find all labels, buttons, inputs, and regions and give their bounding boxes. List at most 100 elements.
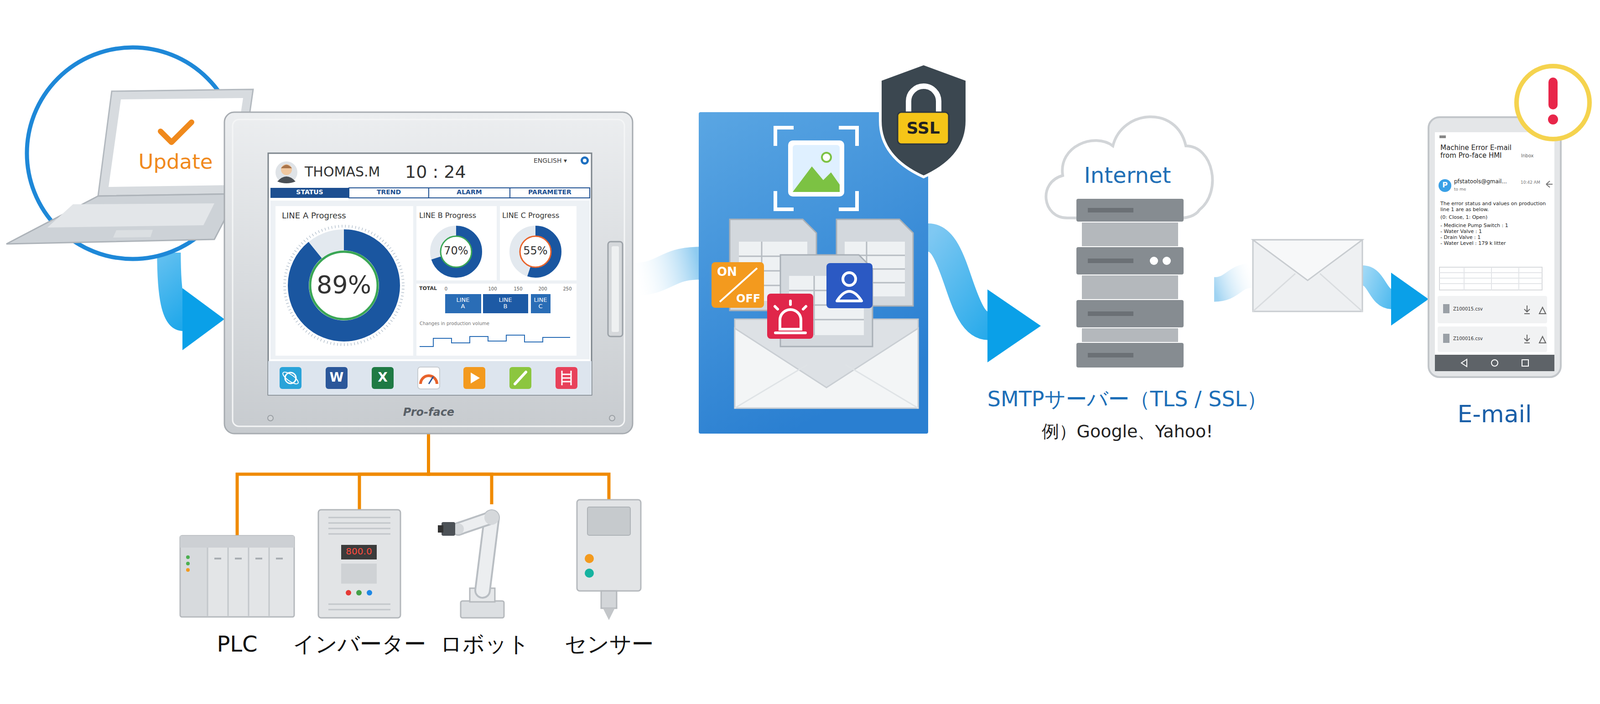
sensor-figure <box>576 499 641 592</box>
smartphone-figure <box>1548 77 1558 110</box>
node-label: インバーター <box>292 631 426 657</box>
label-text: X <box>377 370 388 385</box>
label-text: LINE C Progress <box>502 211 560 220</box>
smartphone-figure <box>1439 267 1543 291</box>
smartphone-figure <box>1461 359 1467 367</box>
update-arrow <box>168 252 225 351</box>
smartphone-figure <box>1546 181 1553 188</box>
label-text: 250 <box>562 286 572 292</box>
label-text: TREND <box>348 188 429 196</box>
smartphone-figure <box>1438 179 1452 193</box>
hmi-panel-body <box>611 246 619 333</box>
label-text: 200 <box>538 286 547 292</box>
mail-envelope <box>1252 239 1363 281</box>
label-text: pfstatools@gmail... <box>1454 178 1507 186</box>
inverter-figure <box>341 545 377 560</box>
data-package <box>897 112 949 145</box>
device-wire <box>428 433 610 500</box>
device-wire <box>428 433 493 505</box>
send-arrow <box>928 237 1041 363</box>
hmi-screen <box>348 187 429 198</box>
smtp-server-figure <box>1081 275 1179 300</box>
smartphone-figure <box>1434 132 1555 355</box>
hmi-panel: Pro-face <box>224 112 633 434</box>
label-text: LINE A Progress <box>281 211 347 221</box>
hmi-screen <box>463 367 486 390</box>
hmi-screen <box>280 165 292 169</box>
data-package <box>779 309 801 330</box>
label-text: - Medicine Pump Switch : 1 <box>1440 222 1550 229</box>
hmi-screen <box>435 230 478 273</box>
hmi-panel-body <box>609 415 615 421</box>
smtp-server-figure <box>1076 198 1184 222</box>
hmi-screen <box>275 206 414 356</box>
smartphone-figure <box>1516 66 1590 140</box>
label-text: 150 <box>513 286 523 292</box>
node-label: PLC <box>216 631 258 657</box>
data-package <box>880 63 967 177</box>
robot-figure <box>460 601 504 619</box>
hmi-screen <box>277 176 296 184</box>
hmi-screen <box>279 367 302 390</box>
connector-band <box>928 237 989 327</box>
hmi-panel-body <box>224 112 633 434</box>
hmi-screen <box>444 293 482 314</box>
update-laptop <box>6 47 254 260</box>
hmi-screen <box>268 361 592 395</box>
node-label: ON <box>716 265 738 280</box>
data-package <box>711 262 764 308</box>
smtp-server: InternetSMTPサーバー（TLS / SSL）例）Google、Yaho… <box>1040 107 1215 368</box>
hmi-screen <box>298 239 390 332</box>
plc-figure <box>180 535 295 548</box>
hmi-screen <box>268 153 592 395</box>
data-package <box>788 140 845 197</box>
label-text: PARAMETER <box>509 188 590 196</box>
wire-line <box>359 433 429 510</box>
data-swoosh <box>632 263 699 280</box>
node-label: Update <box>138 150 213 174</box>
data-package <box>734 328 919 409</box>
plc-figure <box>186 568 190 572</box>
hmi-screen <box>268 153 592 395</box>
smartphone-figure <box>1539 336 1546 343</box>
hmi-screen <box>419 335 571 347</box>
plc-device: PLC <box>178 535 297 619</box>
mail-envelope <box>1252 239 1363 312</box>
data-package <box>774 301 806 333</box>
label-text: 10 : 24 <box>405 162 467 183</box>
data-package <box>792 145 840 193</box>
label-text: 70% <box>443 244 468 258</box>
smartphone-figure <box>1428 117 1561 378</box>
hmi-screen <box>310 251 378 320</box>
smartphone-figure <box>1437 326 1548 353</box>
smtp-server-figure <box>1087 258 1134 264</box>
hmi-screen <box>470 372 480 384</box>
hmi-screen <box>482 293 529 314</box>
smartphone-figure <box>1428 66 1590 378</box>
hmi-screen <box>428 187 510 198</box>
label-text: Z100016.csv <box>1453 336 1483 342</box>
robot-device: ロボット <box>439 504 531 619</box>
robot-figure <box>441 522 456 536</box>
smartphone-figure <box>1443 333 1450 343</box>
data-package <box>734 364 919 409</box>
hmi-screen <box>580 156 589 165</box>
node-label: E-mail <box>1457 400 1532 429</box>
inverter-figure <box>345 590 352 596</box>
data-package <box>836 291 862 302</box>
smtp-server-figure <box>1076 300 1184 328</box>
hmi-screen <box>561 370 572 386</box>
label-text: SSL <box>906 118 940 138</box>
arrow-head <box>987 289 1041 363</box>
label-text: P <box>1442 181 1448 190</box>
smtp-server-figure <box>1149 256 1159 265</box>
hmi-panel-body <box>267 415 274 421</box>
inverter-figure <box>328 604 391 610</box>
smtp-server-figure <box>1087 311 1134 317</box>
label-text: LINE B <box>496 296 515 310</box>
hmi-screen <box>555 367 578 390</box>
hmi-screen <box>440 236 472 268</box>
hmi-screen <box>270 187 349 198</box>
data-package <box>908 86 939 114</box>
